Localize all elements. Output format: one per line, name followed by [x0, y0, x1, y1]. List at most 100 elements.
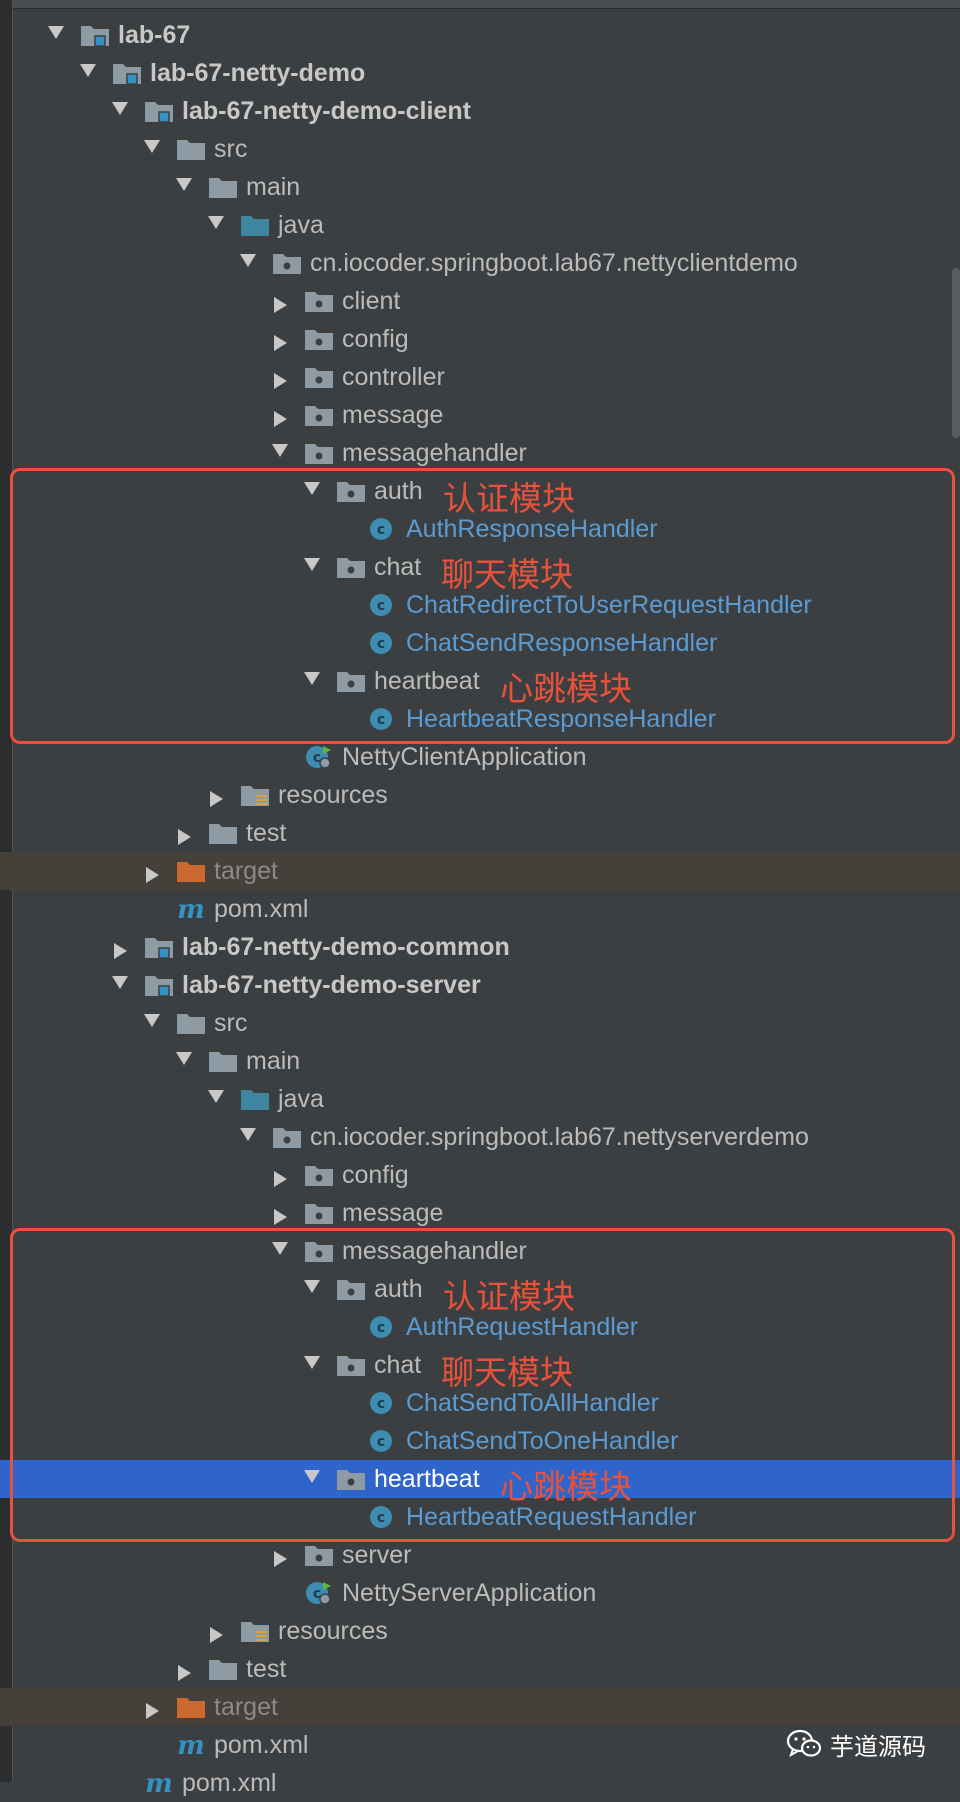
module-folder-icon: [144, 99, 174, 123]
tree-row-lab-67[interactable]: lab-67: [0, 16, 960, 54]
vertical-scrollbar-thumb[interactable]: [952, 268, 960, 438]
tree-row-main[interactable]: main: [0, 1042, 960, 1080]
tree-row-java[interactable]: java: [0, 1080, 960, 1118]
tree-item-label: config: [342, 325, 409, 353]
collapse-arrow-icon[interactable]: [114, 943, 127, 959]
tree-row-lab-67-netty-demo-server[interactable]: lab-67-netty-demo-server: [0, 966, 960, 1004]
highlight-box-2: [10, 1228, 955, 1542]
collapse-arrow-icon[interactable]: [274, 1209, 287, 1225]
tree-row-src[interactable]: src: [0, 1004, 960, 1042]
tree-item-label: test: [246, 819, 287, 847]
collapse-arrow-icon[interactable]: [274, 1551, 287, 1567]
expand-arrow-icon[interactable]: [208, 216, 224, 229]
expand-arrow-icon[interactable]: [272, 444, 288, 457]
module-folder-icon: [80, 23, 110, 47]
tree-row-config[interactable]: config: [0, 1156, 960, 1194]
collapse-arrow-icon[interactable]: [274, 373, 287, 389]
package-icon: [336, 1353, 366, 1377]
expand-arrow-icon[interactable]: [176, 1052, 192, 1065]
tree-row-messagehandler[interactable]: messagehandler: [0, 1232, 960, 1270]
tree-row-lab-67-netty-demo-common[interactable]: lab-67-netty-demo-common: [0, 928, 960, 966]
collapse-arrow-icon[interactable]: [210, 791, 223, 807]
tree-row-cn-iocoder-springboot-lab67-nettyclientdemo[interactable]: cn.iocoder.springboot.lab67.nettyclientd…: [0, 244, 960, 282]
expand-arrow-icon[interactable]: [112, 102, 128, 115]
tree-row-target[interactable]: target: [0, 1688, 960, 1726]
svg-text:c: c: [377, 598, 385, 614]
tree-row-resources[interactable]: resources: [0, 1612, 960, 1650]
expand-arrow-icon[interactable]: [240, 1128, 256, 1141]
tree-row-controller[interactable]: controller: [0, 358, 960, 396]
package-icon: [304, 1201, 334, 1225]
expand-arrow-icon[interactable]: [176, 178, 192, 191]
expand-arrow-icon[interactable]: [304, 672, 320, 685]
expand-arrow-icon[interactable]: [272, 1242, 288, 1255]
tree-row-lab-67-netty-demo-client[interactable]: lab-67-netty-demo-client: [0, 92, 960, 130]
collapse-arrow-icon[interactable]: [146, 867, 159, 883]
tree-row-message[interactable]: message: [0, 1194, 960, 1232]
collapse-arrow-icon[interactable]: [274, 297, 287, 313]
expand-arrow-icon[interactable]: [208, 1090, 224, 1103]
tree-row-messagehandler[interactable]: messagehandler: [0, 434, 960, 472]
tree-row-client[interactable]: client: [0, 282, 960, 320]
expand-arrow-icon[interactable]: [304, 1356, 320, 1369]
tree-item-label: NettyClientApplication: [342, 743, 587, 771]
svg-text:m: m: [177, 897, 205, 921]
tree-row-message[interactable]: message: [0, 396, 960, 434]
folder-icon: [208, 1657, 238, 1681]
resources-folder-icon: [240, 783, 270, 807]
expand-arrow-icon[interactable]: [48, 26, 64, 39]
collapse-arrow-icon[interactable]: [178, 1665, 191, 1681]
expand-arrow-icon[interactable]: [304, 1280, 320, 1293]
tree-row-config[interactable]: config: [0, 320, 960, 358]
tree-item-label: cn.iocoder.springboot.lab67.nettyserverd…: [310, 1123, 809, 1151]
expand-arrow-icon[interactable]: [112, 976, 128, 989]
expand-arrow-icon[interactable]: [304, 1470, 320, 1483]
expand-arrow-icon[interactable]: [144, 1014, 160, 1027]
expand-arrow-icon[interactable]: [304, 558, 320, 571]
expand-arrow-icon[interactable]: [80, 64, 96, 77]
tree-row-lab-67-netty-demo[interactable]: lab-67-netty-demo: [0, 54, 960, 92]
tree-row-cn-iocoder-springboot-lab67-nettyserverdemo[interactable]: cn.iocoder.springboot.lab67.nettyserverd…: [0, 1118, 960, 1156]
collapse-arrow-icon[interactable]: [178, 829, 191, 845]
package-icon: [304, 365, 334, 389]
tree-row-main[interactable]: main: [0, 168, 960, 206]
expand-arrow-icon[interactable]: [304, 482, 320, 495]
tree-row-test[interactable]: test: [0, 814, 960, 852]
expand-arrow-icon[interactable]: [144, 140, 160, 153]
tree-item-label: target: [214, 1693, 278, 1721]
collapse-arrow-icon[interactable]: [146, 1703, 159, 1719]
tree-row-target[interactable]: target: [0, 852, 960, 890]
collapse-arrow-icon[interactable]: [210, 1627, 223, 1643]
expand-arrow-icon[interactable]: [240, 254, 256, 267]
tree-row-java[interactable]: java: [0, 206, 960, 244]
module-folder-icon: [144, 935, 174, 959]
tree-row-server[interactable]: server: [0, 1536, 960, 1574]
tree-row-resources[interactable]: resources: [0, 776, 960, 814]
tree-row-test[interactable]: test: [0, 1650, 960, 1688]
collapse-arrow-icon[interactable]: [274, 335, 287, 351]
tree-item-label: chat: [374, 1351, 422, 1379]
tree-row-src[interactable]: src: [0, 130, 960, 168]
collapse-arrow-icon[interactable]: [274, 1171, 287, 1187]
collapse-arrow-icon[interactable]: [274, 411, 287, 427]
